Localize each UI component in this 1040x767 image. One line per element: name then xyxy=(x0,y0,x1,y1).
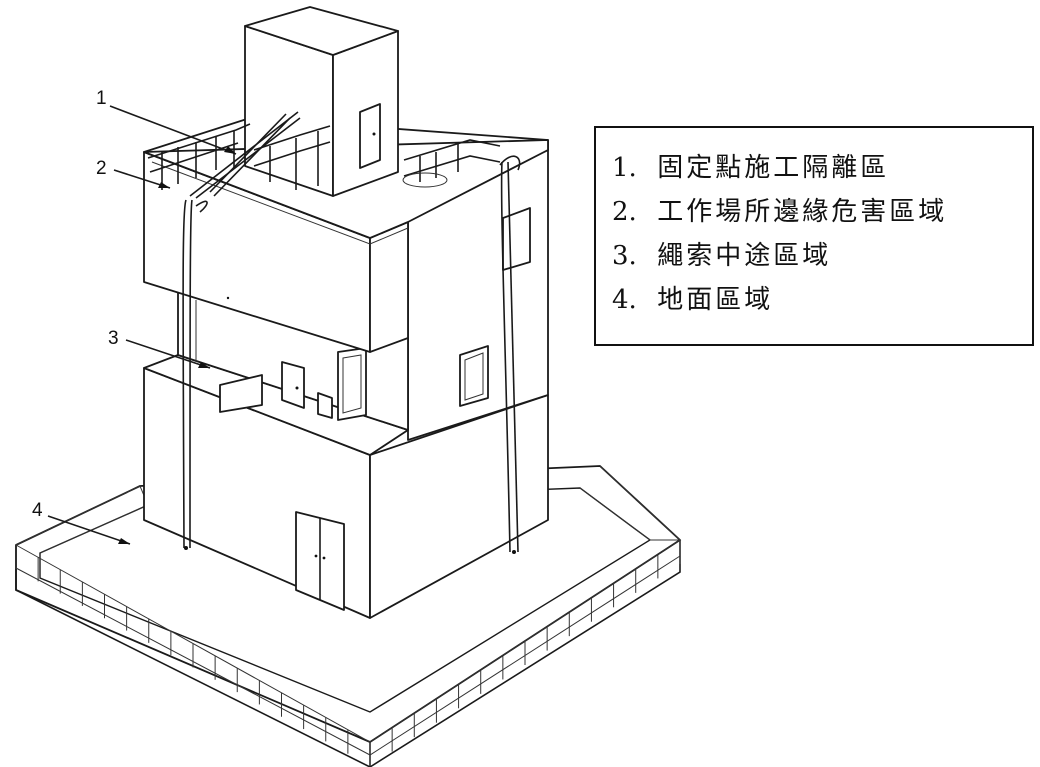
callout-3: 3 xyxy=(108,328,211,369)
callout-1: 1 xyxy=(96,88,237,155)
legend-item-label: 工作場所邊緣危害區域 xyxy=(657,197,948,227)
callout-4-label: 4 xyxy=(32,500,43,521)
rope-anchor-lines xyxy=(182,111,521,554)
callout-2: 2 xyxy=(96,158,171,189)
legend-item-number: 1. xyxy=(612,153,637,183)
legend-item-label: 固定點施工隔離區 xyxy=(657,153,890,183)
legend-item-label: 繩索中途區域 xyxy=(657,241,832,271)
callout-1-label: 1 xyxy=(96,88,107,109)
legend-item: 4. 地面區域 xyxy=(612,278,1032,322)
legend-item: 3. 繩索中途區域 xyxy=(612,234,1032,278)
building xyxy=(143,6,549,619)
legend-item-label: 地面區域 xyxy=(657,285,774,315)
legend-item-number: 2. xyxy=(612,197,637,227)
legend-item: 2. 工作場所邊緣危害區域 xyxy=(612,190,1032,234)
legend-item-number: 3. xyxy=(612,241,637,271)
roof-guardrail xyxy=(147,123,501,190)
fence-posts-right xyxy=(369,540,681,766)
callout-2-label: 2 xyxy=(96,158,107,179)
legend-box: 1. 固定點施工隔離區 2. 工作場所邊緣危害區域 3. 繩索中途區域 4. 地… xyxy=(594,126,1034,346)
legend-item-number: 4. xyxy=(612,285,637,315)
callout-3-label: 3 xyxy=(108,328,119,349)
callout-4: 4 xyxy=(32,500,131,545)
legend-item: 1. 固定點施工隔離區 xyxy=(612,146,1032,190)
